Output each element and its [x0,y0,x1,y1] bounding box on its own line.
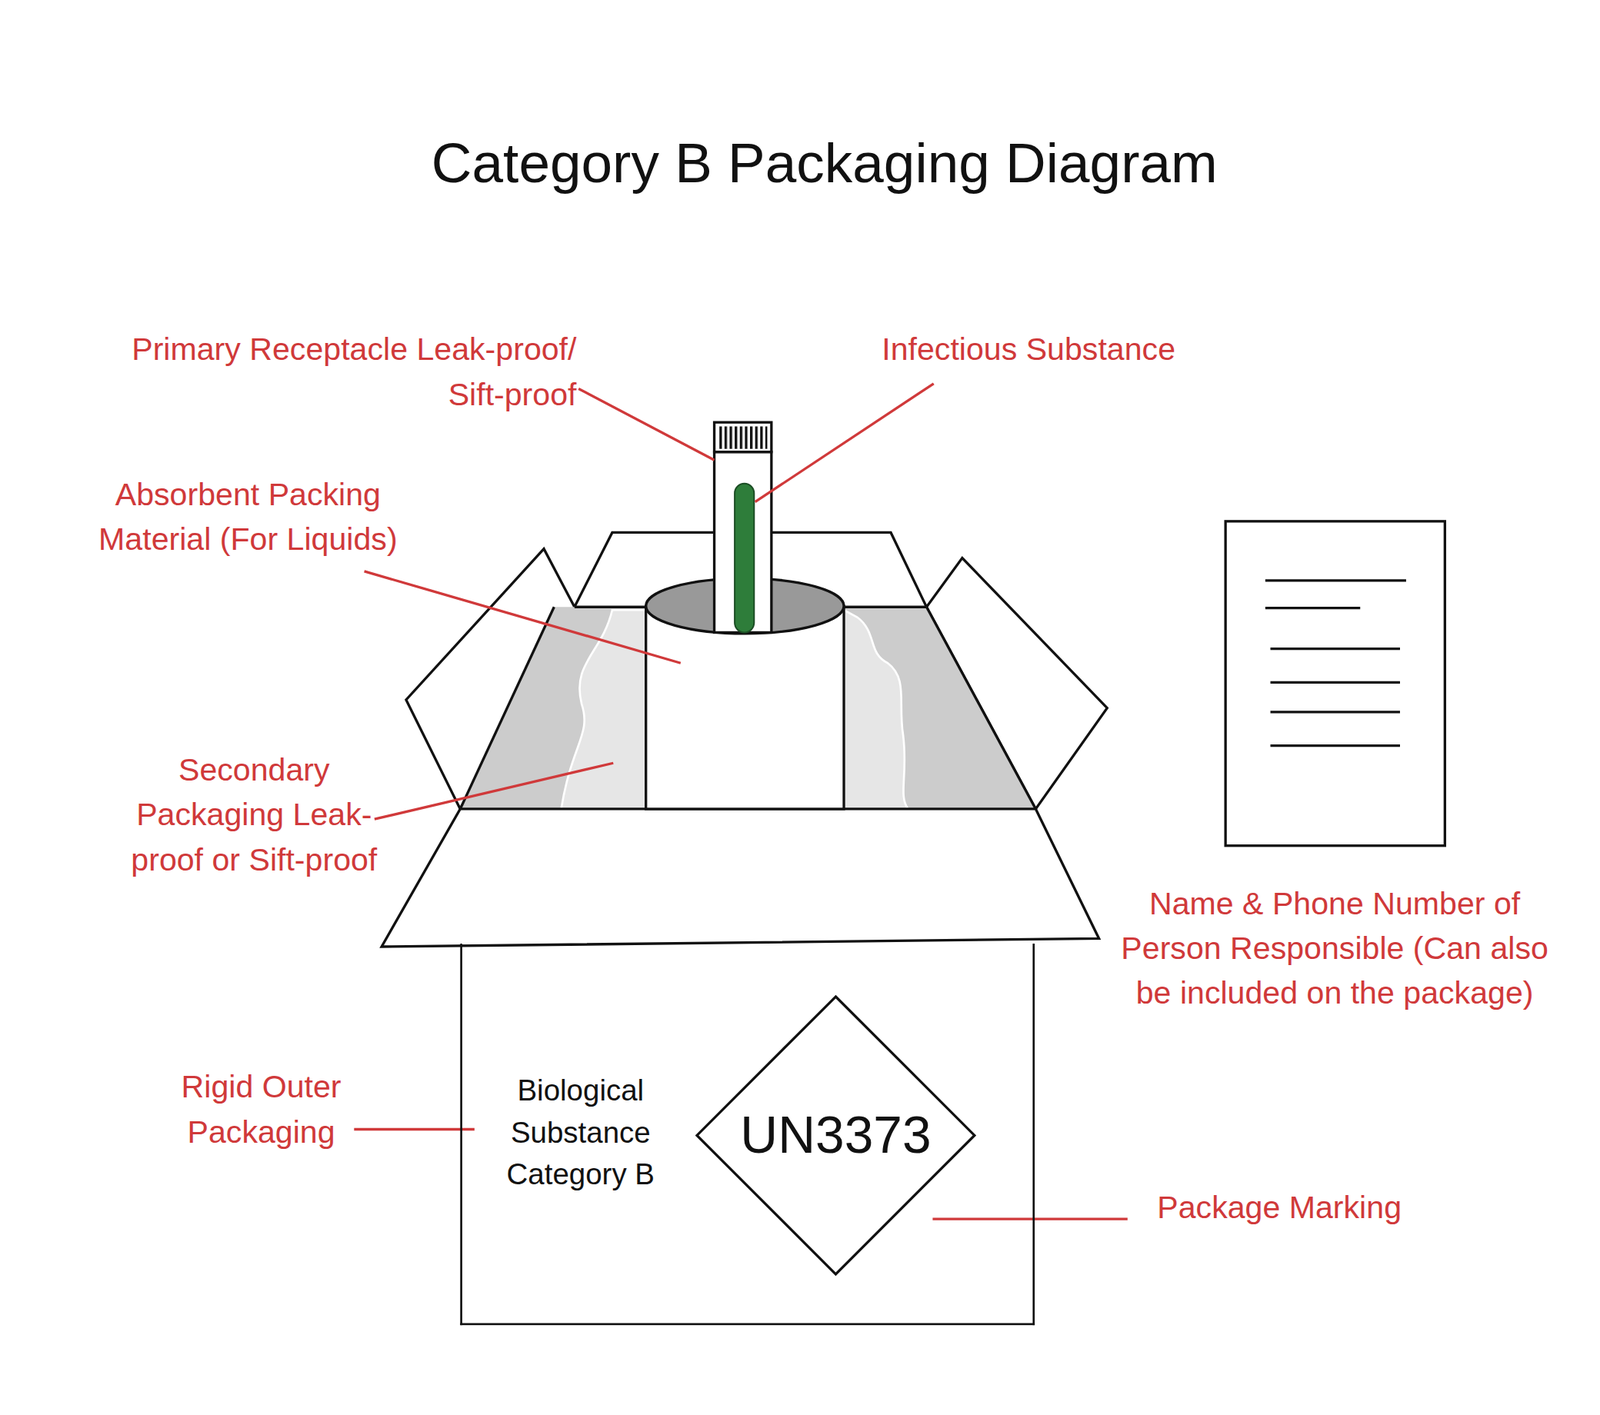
outer-packaging: Biological Substance Category B UN3373 [460,943,1035,1326]
marking-diamond: UN3373 [694,994,977,1277]
leader-line [364,571,681,664]
document-line [1270,681,1400,684]
part-label: Primary Receptacle Leak-proof/ Sift-proo… [127,327,577,418]
document-line [1270,744,1400,747]
part-label: Secondary Packaging Leak-proof or Sift-p… [100,747,407,883]
document-line [1265,606,1360,610]
infectious-substance [734,483,754,634]
document-line [1270,710,1400,714]
leader-line [932,1218,1127,1221]
primary-receptacle [714,452,772,634]
diagram-title: Category B Packaging Diagram [263,130,1386,197]
leader-line [374,763,614,820]
part-label: Infectious Substance [875,327,1182,373]
leader-line [353,1128,475,1131]
box-edge [460,606,554,810]
secondary-packaging [646,606,844,810]
un-number: UN3373 [740,1105,931,1167]
package-marking-text: Biological Substance Category B [460,1070,701,1197]
part-label: Rigid Outer Packaging [128,1065,394,1156]
document [1225,521,1445,847]
front-flap [381,809,1100,947]
box-edge [926,606,1036,810]
part-label: Absorbent Packing Material (For Liquids) [94,472,401,563]
document-line [1270,647,1400,650]
note-label: Name & Phone Number of Person Responsibl… [1120,881,1550,1017]
absorbent-material [843,610,909,810]
part-label: Package Marking [1156,1185,1566,1230]
receptacle-cap [714,422,772,452]
diamond-shape [696,996,975,1275]
leader-line [755,383,934,503]
leader-line [578,388,714,460]
document-line [1265,579,1407,582]
cap-knurling [718,426,768,449]
